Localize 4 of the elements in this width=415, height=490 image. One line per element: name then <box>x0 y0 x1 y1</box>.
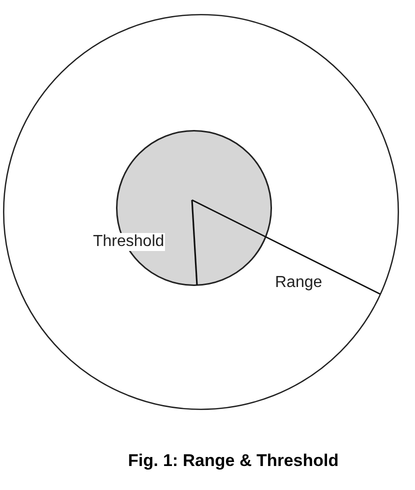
figure-caption: Fig. 1: Range & Threshold <box>128 451 339 471</box>
range-circle <box>3 14 399 410</box>
range-label: Range <box>274 274 324 292</box>
threshold-label: Threshold <box>92 233 166 251</box>
